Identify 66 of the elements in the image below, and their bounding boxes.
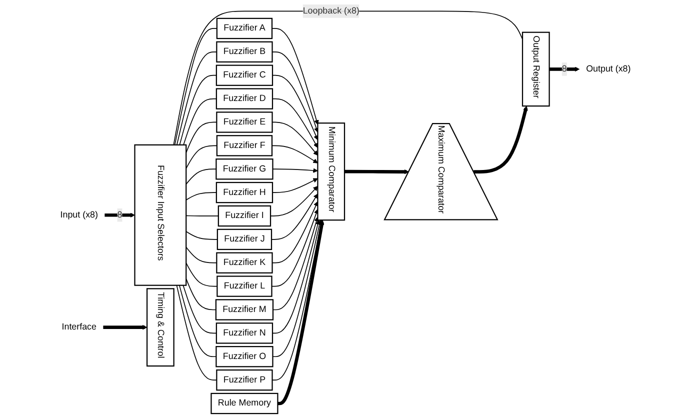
arrow <box>272 74 318 140</box>
connector <box>186 262 218 287</box>
connector <box>174 28 218 146</box>
edge-label: 8 <box>117 210 122 220</box>
connector <box>186 168 217 185</box>
node-box: Fuzzifier M <box>215 299 274 320</box>
connector <box>186 215 219 216</box>
node-box: Fuzzifier N <box>216 322 274 344</box>
arrow <box>271 194 318 240</box>
edge-label: Loopback (x8) <box>302 6 360 16</box>
arrow <box>272 220 322 358</box>
arrow <box>272 216 319 310</box>
arrow <box>272 28 319 125</box>
node-box: Fuzzifier A <box>216 18 273 40</box>
connector <box>173 10 523 146</box>
arrow <box>344 169 410 174</box>
node-box: Fuzzifier D <box>216 88 274 110</box>
node-box: Fuzzifier H <box>216 182 274 204</box>
connector <box>182 284 217 334</box>
node-box: Fuzzifier L <box>216 276 272 297</box>
node-box: Fuzzifier G <box>216 158 274 180</box>
arrow <box>272 178 318 193</box>
arrow <box>272 51 319 133</box>
arrow <box>104 212 135 218</box>
connector <box>186 122 218 154</box>
connector <box>186 192 217 200</box>
node-box: Fuzzifier C <box>216 64 274 86</box>
node-box: Fuzzifier I <box>218 205 272 227</box>
node-box: Minimum Comparator <box>317 122 346 221</box>
node-box: Fuzzifier E <box>216 112 273 133</box>
arrow <box>549 66 580 72</box>
node-box: Fuzzifier Input Selectors <box>134 144 187 286</box>
node-box: Fuzzifier B <box>216 41 273 62</box>
arrow <box>278 220 324 406</box>
node-box: Fuzzifier F <box>216 135 273 156</box>
arrow <box>272 168 318 173</box>
arrow <box>271 208 319 287</box>
edge-label: 8 <box>562 64 567 74</box>
arrow <box>272 220 324 380</box>
node-box: Fuzzifier O <box>216 346 274 368</box>
node-box: Fuzzifier P <box>216 369 273 391</box>
node-text: Output (x8) <box>586 64 631 74</box>
arrow <box>103 324 148 330</box>
node-box: Output Register <box>522 32 550 107</box>
connector <box>186 231 218 240</box>
connector <box>186 145 218 169</box>
connector <box>183 98 217 146</box>
node-text: Interface <box>62 322 96 332</box>
node-text: Input (x8) <box>60 210 98 220</box>
connector <box>178 284 217 358</box>
arrow <box>272 201 318 264</box>
node-box: Rule Memory <box>210 392 278 414</box>
connector <box>176 284 218 380</box>
connector <box>186 278 216 310</box>
arrow <box>474 106 528 174</box>
arrow <box>272 220 320 334</box>
connector <box>176 51 218 146</box>
node-box: Timing & Control <box>146 288 174 367</box>
arrow <box>270 186 318 216</box>
arrow <box>272 122 318 156</box>
connector <box>186 246 218 264</box>
node-box: Fuzzifier K <box>216 252 273 274</box>
arrow <box>272 98 318 148</box>
arrow <box>272 145 318 164</box>
connector <box>179 74 217 146</box>
node-box: Fuzzifier J <box>216 228 272 250</box>
